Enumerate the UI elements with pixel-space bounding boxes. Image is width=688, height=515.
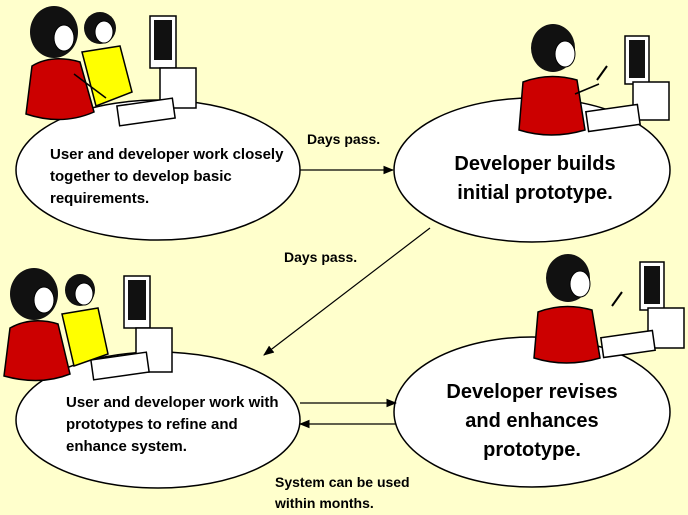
edge-label-days-pass-2: Days pass. bbox=[284, 249, 358, 265]
edge-label-system-line2: within months. bbox=[275, 495, 374, 511]
node-3-text: User and developer work with prototypes … bbox=[66, 394, 279, 455]
arrow-n2-to-n3 bbox=[263, 227, 431, 356]
node-ellipse-4 bbox=[393, 336, 671, 488]
node-1-text: User and developer work closely together… bbox=[50, 146, 284, 207]
node-2-text: Developer builds initial prototype. bbox=[454, 153, 616, 204]
two-people-computer-icon bbox=[3, 268, 173, 382]
node-4-text: Developer revises and enhances prototype… bbox=[446, 381, 618, 461]
edge-label-days-pass-1: Days pass. bbox=[307, 131, 381, 147]
two-people-computer-icon bbox=[25, 6, 197, 127]
edge-label-system-line1: System can be used bbox=[275, 474, 410, 490]
developer-computer-icon bbox=[518, 24, 670, 136]
developer-computer-icon bbox=[533, 254, 685, 364]
